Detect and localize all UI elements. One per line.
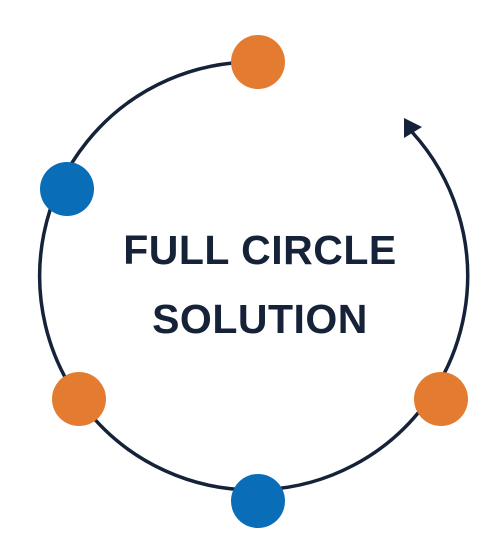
cycle-ring — [37, 60, 470, 492]
node-top — [231, 35, 285, 89]
node-upper-left — [40, 162, 94, 216]
node-lower-left — [52, 372, 106, 426]
center-title-line2: SOLUTION — [152, 296, 368, 342]
center-title-line1: FULL CIRCLE — [123, 227, 397, 273]
arrowhead-icon — [404, 118, 422, 138]
node-bottom — [231, 474, 285, 528]
node-lower-right — [414, 372, 468, 426]
